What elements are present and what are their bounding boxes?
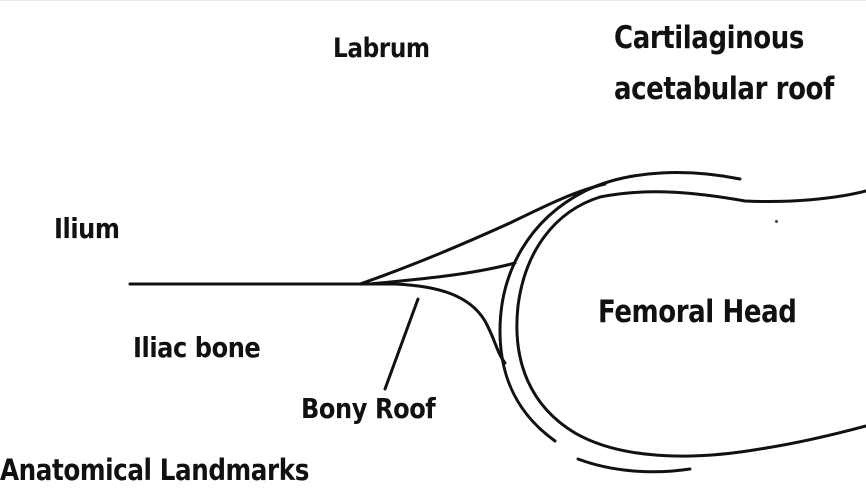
label-iliac-bone: Iliac bone: [133, 334, 260, 362]
label-cartilaginous-line2: acetabular roof: [614, 74, 834, 105]
diagram-title: Anatomical Landmarks: [0, 456, 309, 485]
speckle-dot: [775, 220, 778, 223]
bony-roof-curve: [395, 284, 505, 363]
bony-roof-pointer-line: [385, 299, 418, 389]
label-ilium: Ilium: [54, 215, 120, 243]
label-bony-roof: Bony Roof: [301, 395, 435, 423]
lower-capsule-arc: [578, 459, 690, 472]
label-femoral-head: Femoral Head: [598, 297, 796, 328]
label-labrum: Labrum: [333, 35, 430, 62]
label-cartilaginous-line1: Cartilaginous: [614, 23, 804, 54]
